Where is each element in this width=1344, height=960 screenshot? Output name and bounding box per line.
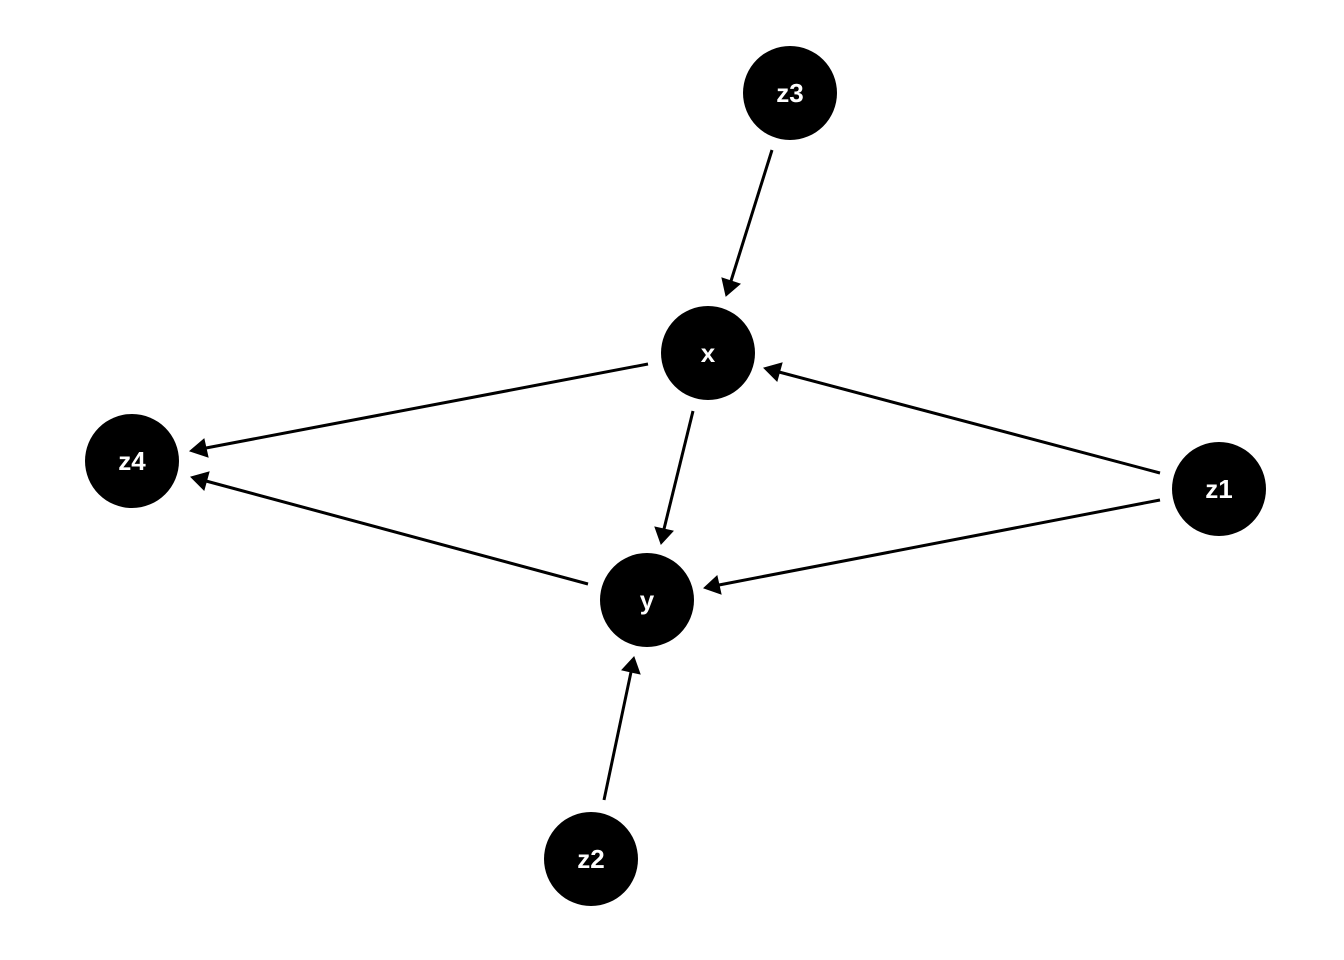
node-label: z4: [118, 446, 146, 476]
node-y[interactable]: y: [600, 553, 694, 647]
arrowhead: [621, 656, 641, 675]
nodes: z3 x z4 z1 y z2: [85, 46, 1266, 906]
node-z2[interactable]: z2: [544, 812, 638, 906]
node-label: x: [701, 338, 716, 368]
arrowhead: [703, 575, 722, 595]
node-label: z2: [577, 844, 604, 874]
arrowhead: [190, 471, 210, 491]
arrowhead: [189, 438, 209, 458]
node-z3[interactable]: z3: [743, 46, 837, 140]
node-z4[interactable]: z4: [85, 414, 179, 508]
arrowhead: [721, 277, 741, 297]
edge-z2-to-y: [602, 656, 641, 801]
arrowhead: [763, 362, 783, 382]
node-z1[interactable]: z1: [1172, 442, 1266, 536]
arrowhead: [654, 526, 674, 545]
node-x[interactable]: x: [661, 306, 755, 400]
edge-x-to-z4: [189, 362, 649, 458]
edge-z1-to-y: [703, 498, 1161, 595]
edge-z3-to-x: [721, 149, 774, 297]
node-label: z3: [776, 78, 803, 108]
edge-z1-to-x: [763, 362, 1161, 475]
node-label: z1: [1205, 474, 1232, 504]
edge-y-to-z4: [190, 471, 589, 586]
node-label: y: [640, 585, 655, 615]
edges: [189, 149, 1161, 801]
edge-x-to-y: [654, 410, 695, 545]
